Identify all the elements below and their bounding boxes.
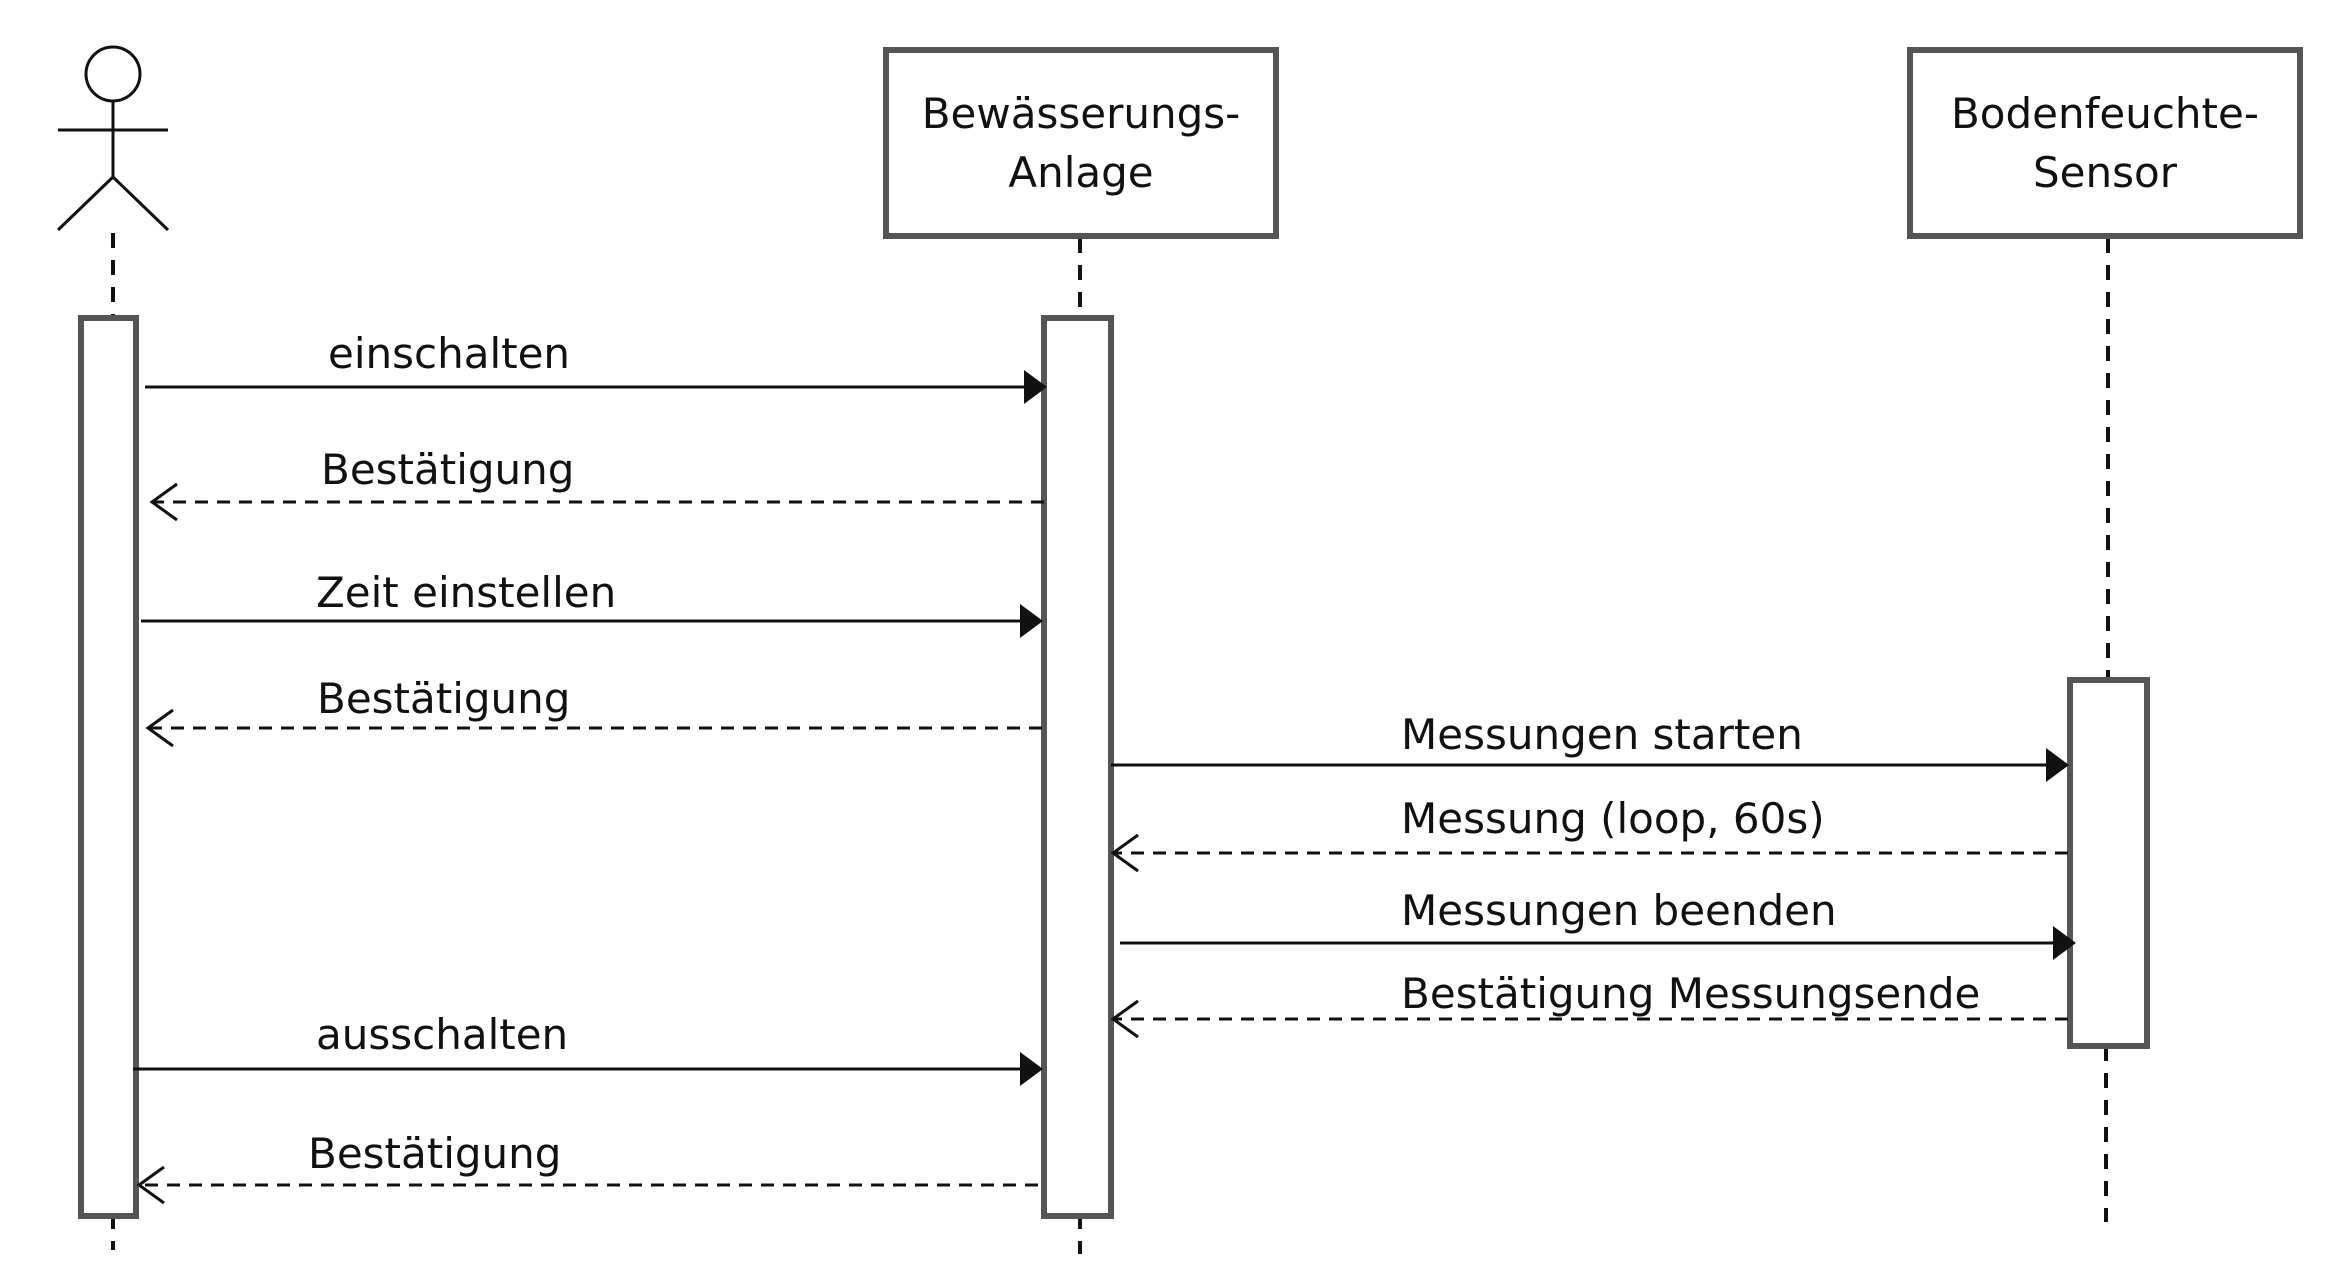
filled-arrowhead-icon (1024, 370, 1047, 404)
open-arrowhead-icon (149, 482, 178, 522)
message-label-einschalten: einschalten (328, 329, 570, 378)
message-label-messungen-beenden: Messungen beenden (1401, 886, 1837, 935)
message-label-zeit-einstellen: Zeit einstellen (316, 568, 616, 617)
participant-sensor-line2: Sensor (2033, 148, 2178, 197)
message-bestaetigung-3: Bestätigung (136, 1129, 1038, 1205)
open-arrowhead-icon (1110, 833, 1139, 873)
irrigation-activation-bar (1041, 315, 1114, 1219)
message-zeit-einstellen: Zeit einstellen (141, 568, 1043, 638)
participant-irrigation-line2: Anlage (1008, 148, 1153, 197)
filled-arrowhead-icon (2053, 926, 2076, 960)
filled-arrowhead-icon (1020, 1052, 1043, 1086)
actor-figure (56, 45, 170, 232)
participant-sensor: Bodenfeuchte- Sensor (1907, 47, 2303, 239)
participant-irrigation-line1: Bewässerungs- (922, 89, 1241, 138)
message-label-messung-loop: Messung (loop, 60s) (1401, 794, 1825, 843)
filled-arrowhead-icon (2046, 748, 2069, 782)
message-label-messungen-starten: Messungen starten (1401, 710, 1803, 759)
message-label-bestaetigung-2: Bestätigung (317, 674, 570, 723)
open-arrowhead-icon (145, 708, 174, 748)
open-arrowhead-icon (136, 1165, 165, 1205)
participant-irrigation: Bewässerungs- Anlage (883, 47, 1279, 239)
message-label-ausschalten: ausschalten (316, 1010, 568, 1059)
message-bestaetigung-messungsende: Bestätigung Messungsende (1110, 969, 2068, 1039)
message-label-bestaetigung-1: Bestätigung (321, 445, 574, 494)
actor-activation-bar (78, 315, 139, 1219)
filled-arrowhead-icon (1020, 604, 1043, 638)
message-label-bestaetigung-messungsende: Bestätigung Messungsende (1401, 969, 1980, 1018)
participant-sensor-line1: Bodenfeuchte- (1951, 89, 2259, 138)
sensor-activation-bar (2067, 677, 2150, 1049)
message-bestaetigung-2: Bestätigung (145, 674, 1042, 748)
message-einschalten: einschalten (145, 329, 1047, 404)
open-arrowhead-icon (1110, 999, 1139, 1039)
message-ausschalten: ausschalten (133, 1010, 1043, 1086)
message-label-bestaetigung-3: Bestätigung (308, 1129, 561, 1178)
message-bestaetigung-1: Bestätigung (149, 445, 1044, 522)
message-messungen-beenden: Messungen beenden (1120, 886, 2076, 960)
message-messungen-starten: Messungen starten (1111, 710, 2069, 782)
message-messung-loop: Messung (loop, 60s) (1110, 794, 2068, 873)
